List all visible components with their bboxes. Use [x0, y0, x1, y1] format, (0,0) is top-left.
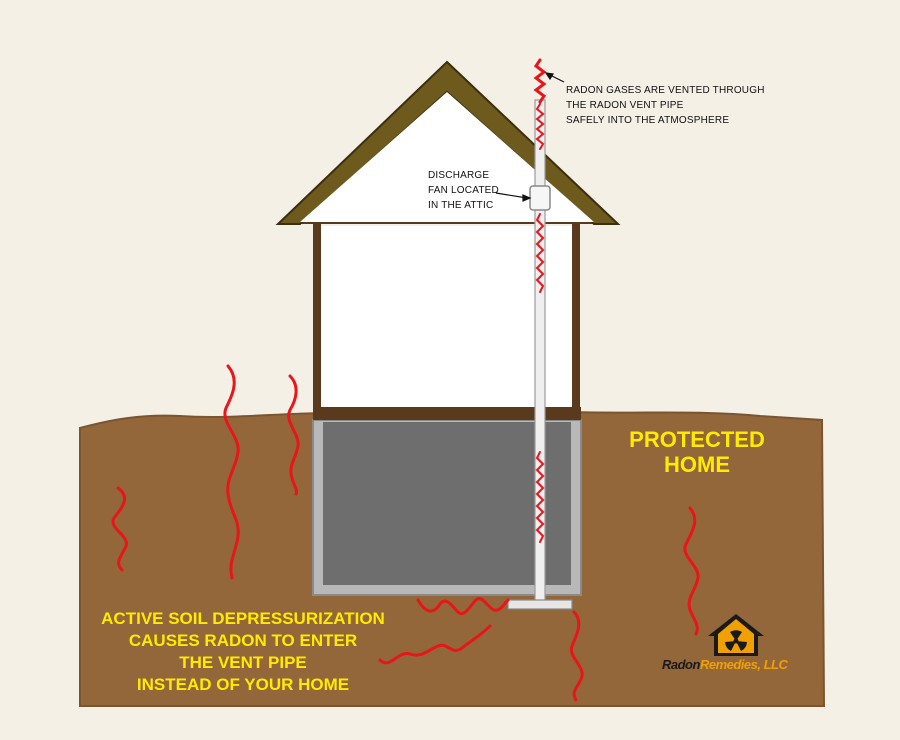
fan-callout-line: FAN LOCATED: [428, 185, 499, 196]
vent-callout-arrowhead-icon: [544, 72, 554, 81]
radon-wave-soil-3-icon: [111, 486, 128, 572]
fan-callout-line: IN THE ATTIC: [428, 200, 494, 211]
protected-home-line: PROTECTED: [629, 427, 765, 452]
radon-wave-pipe-basement-icon: [535, 451, 545, 543]
brand-logo: RadonRemedies, LLC: [660, 612, 810, 682]
fan-callout-line: DISCHARGE: [428, 170, 490, 181]
discharge-fan-icon: [529, 185, 551, 211]
radon-wave-subslab-2-icon: [378, 624, 492, 665]
protected-home-label: PROTECTED HOME: [612, 427, 782, 477]
asd-message-line: THE VENT PIPE: [179, 653, 307, 672]
radon-wave-pipe-attic-icon: [535, 213, 545, 293]
radon-wave-pipe-upper-icon: [535, 103, 545, 150]
asd-message-line: CAUSES RADON TO ENTER: [128, 631, 358, 650]
vent-callout-line: RADON GASES ARE VENTED THROUGH: [566, 85, 765, 96]
brand-word-2: Remedies, LLC: [699, 657, 788, 672]
radon-wave-soil-2-icon: [287, 374, 300, 496]
asd-message: ACTIVE SOIL DEPRESSURIZATION CAUSES RADO…: [70, 608, 416, 696]
basement-interior: [323, 422, 571, 585]
house-frame-right: [572, 222, 580, 420]
radon-wave-soil-5-icon: [683, 506, 700, 636]
suction-pit-plate: [507, 599, 573, 610]
protected-home-line: HOME: [664, 452, 730, 477]
radiation-house-icon: [708, 614, 764, 656]
asd-message-line: INSTEAD OF YOUR HOME: [136, 675, 350, 694]
fan-callout-arrowhead-icon: [522, 194, 532, 202]
vent-callout-line: SAFELY INTO THE ATMOSPHERE: [566, 115, 730, 126]
fan-callout: DISCHARGE FAN LOCATED IN THE ATTIC: [428, 168, 499, 213]
callout-arrows: [495, 72, 565, 202]
asd-message-line: ACTIVE SOIL DEPRESSURIZATION: [101, 609, 385, 628]
house-frame-left: [313, 222, 321, 420]
radon-wave-soil-1-icon: [223, 364, 240, 580]
radon-wave-subslab-1-icon: [416, 597, 510, 615]
fan-callout-arrow: [495, 192, 528, 199]
brand-word-1: Radon: [662, 657, 700, 672]
vent-callout: RADON GASES ARE VENTED THROUGH THE RADON…: [566, 83, 765, 128]
radon-wave-soil-4-icon: [569, 610, 584, 702]
radon-waves: [111, 58, 700, 702]
house-wall-interior: [318, 226, 576, 410]
radon-wave-exhaust-icon: [533, 58, 547, 104]
house-floor-beam: [313, 407, 581, 420]
brand-name: RadonRemedies, LLC: [662, 657, 788, 672]
attic-space: [300, 92, 594, 222]
vent-callout-line: THE RADON VENT PIPE: [566, 100, 684, 111]
